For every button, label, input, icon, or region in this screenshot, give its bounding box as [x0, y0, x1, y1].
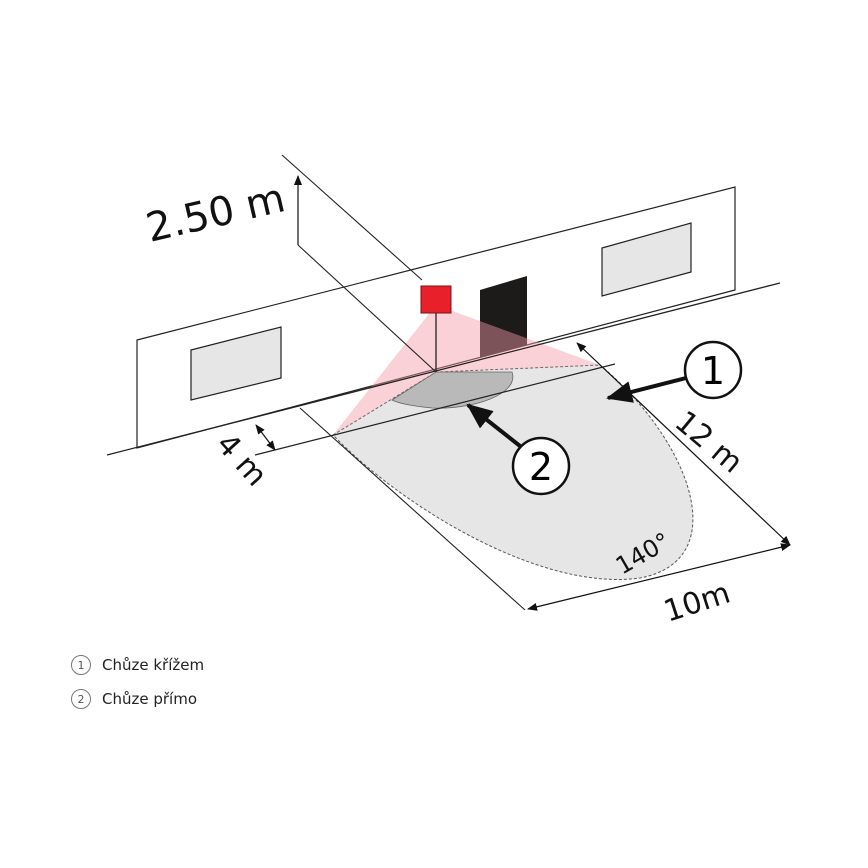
callout-1-label: 1 — [701, 349, 725, 393]
door — [480, 276, 527, 358]
guide-line — [281, 154, 423, 281]
detection-cone — [333, 305, 600, 435]
callout-2-label: 2 — [529, 445, 553, 489]
wall-base-line — [106, 282, 781, 456]
legend-number-1: 1 — [71, 655, 91, 675]
callout-1-circle — [683, 340, 743, 400]
distance-label: 4 m — [209, 427, 274, 493]
callout-1-arrow — [606, 376, 687, 403]
legend-number-2: 2 — [71, 689, 91, 709]
width-arrow — [527, 543, 791, 611]
sensor — [420, 285, 452, 314]
floor-line — [254, 363, 616, 456]
length-arrow — [576, 342, 791, 546]
guide-line — [297, 244, 437, 373]
legend-label-1: Chůze křížem — [102, 656, 205, 674]
floor-edge-line — [299, 407, 526, 611]
direct-walk-zone — [391, 371, 514, 409]
legend-label-2: Chůze přímo — [102, 690, 198, 708]
legend-item-1: 1 Chůze křížem — [71, 655, 204, 675]
window-left — [190, 326, 282, 401]
distance-arrow — [255, 424, 276, 451]
callout-2-circle — [511, 436, 571, 496]
width-label: 10m — [660, 575, 735, 629]
legend-item-2: 2 Chůze přímo — [71, 689, 197, 709]
callout-2-arrow — [466, 403, 522, 448]
height-label: 2.50 m — [142, 175, 289, 251]
window-right — [601, 222, 692, 297]
